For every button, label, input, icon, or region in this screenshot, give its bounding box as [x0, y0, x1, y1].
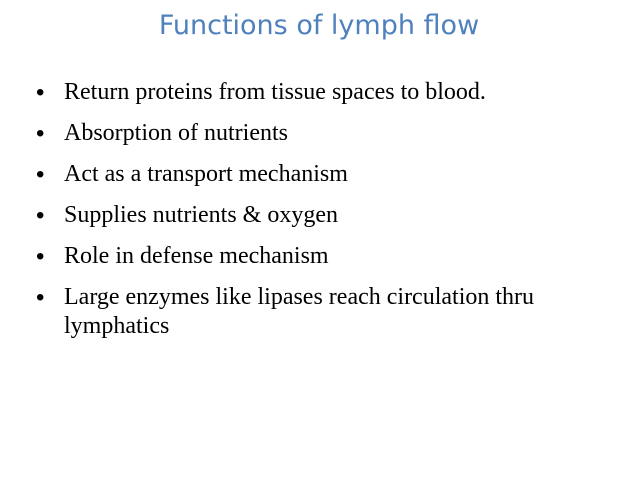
bullet-icon: • — [36, 284, 45, 311]
bullet-text: Supplies nutrients & oxygen — [64, 202, 338, 228]
bullet-list: • Return proteins from tissue spaces to … — [36, 78, 616, 353]
bullet-item-transport: • Act as a transport mechanism — [36, 160, 616, 189]
bullet-icon: • — [36, 120, 45, 147]
bullet-icon: • — [36, 161, 45, 188]
slide-title: Functions of lymph flow — [158, 10, 480, 41]
bullet-item-absorption: • Absorption of nutrients — [36, 119, 616, 148]
bullet-text: Return proteins from tissue spaces to bl… — [64, 79, 486, 105]
bullet-icon: • — [36, 79, 45, 106]
bullet-text: Large enzymes like lipases reach circula… — [64, 284, 535, 339]
bullet-icon: • — [36, 202, 45, 229]
bullet-icon: • — [36, 243, 45, 270]
bullet-text: Act as a transport mechanism — [64, 161, 348, 187]
bullet-text: Absorption of nutrients — [64, 120, 288, 146]
bullet-item-defense: • Role in defense mechanism — [36, 242, 616, 271]
bullet-text: Role in defense mechanism — [64, 243, 329, 269]
bullet-item-enzymes: • Large enzymes like lipases reach circu… — [36, 283, 616, 341]
bullet-item-supplies: • Supplies nutrients & oxygen — [36, 201, 616, 230]
bullet-item-return-proteins: • Return proteins from tissue spaces to … — [36, 78, 616, 107]
